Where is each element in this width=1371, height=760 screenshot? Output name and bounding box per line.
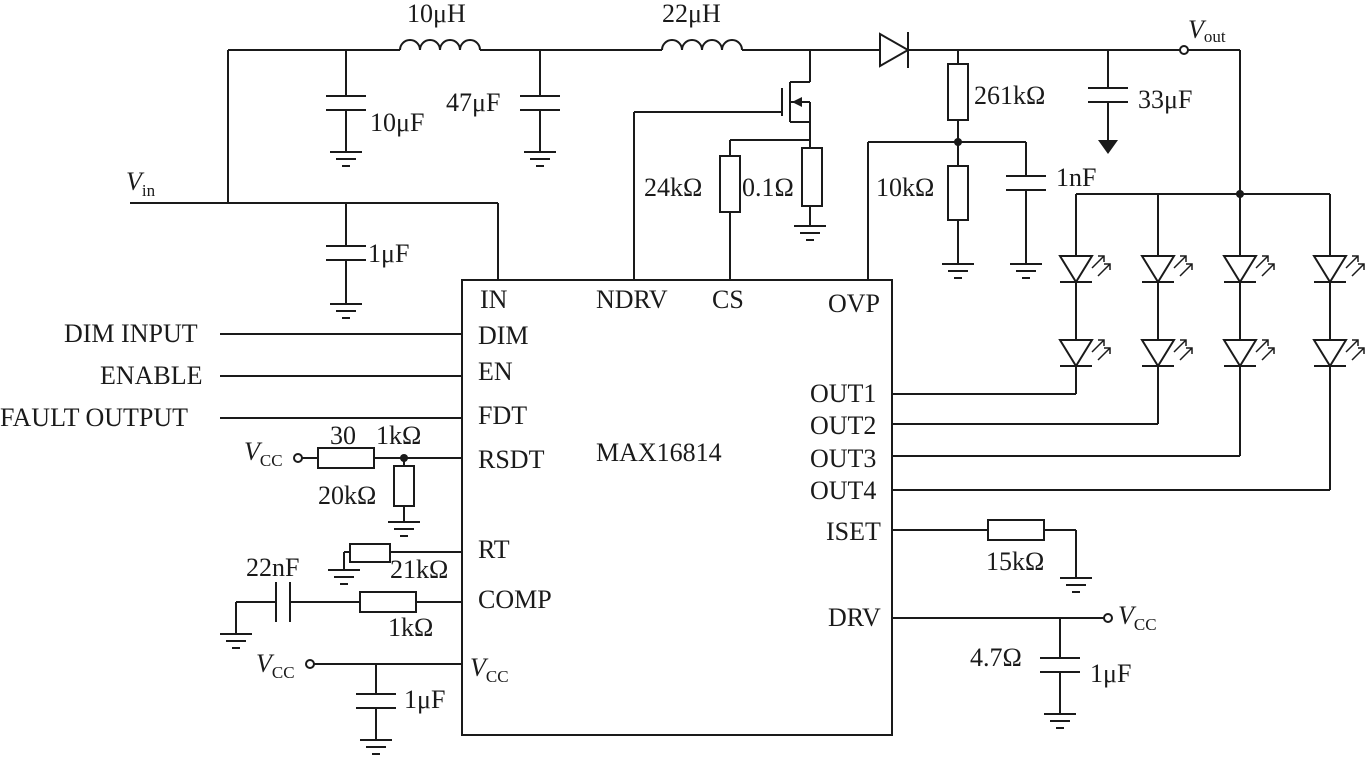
fault-output-label: FAULT OUTPUT — [0, 403, 188, 432]
resistor-20k-label: 20kΩ — [318, 481, 376, 510]
capacitor-10uf — [326, 50, 366, 167]
led-string-1 — [1059, 194, 1111, 394]
pin-fdt: FDT — [478, 401, 527, 430]
led-string-4 — [1313, 194, 1365, 490]
pin-rsdt: RSDT — [478, 445, 545, 474]
diode-boost — [879, 32, 911, 68]
led-string-3 — [1223, 194, 1275, 456]
capacitor-22nf — [275, 582, 291, 622]
resistor-30-1k — [317, 447, 375, 469]
resistor-10k-label: 10kΩ — [876, 173, 934, 202]
resistor-15k-label: 15kΩ — [986, 547, 1044, 576]
capacitor-10uf-label: 10μF — [370, 108, 424, 137]
resistor-30-label: 30 — [330, 421, 356, 450]
capacitor-47uf — [520, 50, 560, 167]
inductor-22uh-label: 22μH — [662, 0, 721, 28]
enable-label: ENABLE — [100, 361, 203, 390]
resistor-1k-rsdt-label: 1kΩ — [376, 421, 421, 450]
resistor-20k — [387, 458, 421, 537]
vcc-pin-label: VCC — [256, 649, 295, 682]
resistor-15k — [987, 519, 1045, 541]
pin-rt: RT — [478, 535, 510, 564]
inductor-10uh — [399, 39, 481, 51]
pin-ndrv: NDRV — [596, 285, 668, 314]
led-string-2 — [1141, 194, 1193, 424]
capacitor-1uf-drv — [1040, 618, 1080, 729]
pin-in: IN — [480, 285, 508, 314]
pin-drv: DRV — [828, 603, 881, 632]
inductor-10uh-label: 10μH — [407, 0, 466, 28]
capacitor-1nf — [1006, 142, 1046, 279]
ic-body — [461, 279, 893, 736]
capacitor-1uf-input — [326, 203, 366, 319]
inductor-22uh — [661, 39, 743, 51]
resistor-21k — [349, 543, 391, 563]
resistor-21k-label: 21kΩ — [390, 555, 448, 584]
pin-iset: ISET — [826, 517, 881, 546]
resistor-4p7-label: 4.7Ω — [970, 643, 1022, 672]
resistor-1k-comp — [359, 591, 417, 613]
resistor-24k-label: 24kΩ — [644, 173, 702, 202]
capacitor-33uf — [1088, 50, 1128, 154]
ic-name: MAX16814 — [596, 438, 722, 467]
resistor-0p1ohm — [793, 147, 827, 241]
capacitor-1uf-vcc-label: 1μF — [404, 685, 445, 714]
pin-ovp: OVP — [828, 289, 880, 318]
capacitor-1uf-input-label: 1μF — [368, 239, 409, 268]
pin-en: EN — [478, 357, 513, 386]
pin-out3: OUT3 — [810, 444, 876, 473]
resistor-0p1ohm-label: 0.1Ω — [742, 173, 794, 202]
resistor-24k — [719, 155, 741, 213]
capacitor-47uf-label: 47μF — [446, 88, 500, 117]
pin-out2: OUT2 — [810, 411, 876, 440]
pin-out1: OUT1 — [810, 379, 876, 408]
vin-label: Vin — [126, 167, 156, 200]
resistor-1k-comp-label: 1kΩ — [388, 613, 433, 642]
resistor-261k-label: 261kΩ — [974, 81, 1045, 110]
pin-dim: DIM — [478, 321, 529, 350]
vcc-drv-label: VCC — [1118, 601, 1157, 634]
pin-out4: OUT4 — [810, 476, 876, 505]
capacitor-1uf-vcc — [356, 664, 396, 755]
vout-label: Vout — [1188, 15, 1226, 46]
capacitor-1uf-drv-label: 1μF — [1090, 659, 1131, 688]
capacitor-22nf-label: 22nF — [246, 553, 299, 582]
resistor-261k — [947, 63, 969, 121]
dim-input-label: DIM INPUT — [64, 319, 198, 348]
vcc-rsdt-label: VCC — [244, 437, 283, 470]
resistor-10k — [941, 165, 975, 279]
mosfet-switch — [634, 81, 811, 123]
pin-comp: COMP — [478, 585, 552, 614]
pin-vcc: VCC — [470, 653, 509, 686]
pin-cs: CS — [712, 285, 744, 314]
capacitor-33uf-label: 33μF — [1138, 85, 1192, 114]
capacitor-1nf-label: 1nF — [1056, 163, 1096, 192]
